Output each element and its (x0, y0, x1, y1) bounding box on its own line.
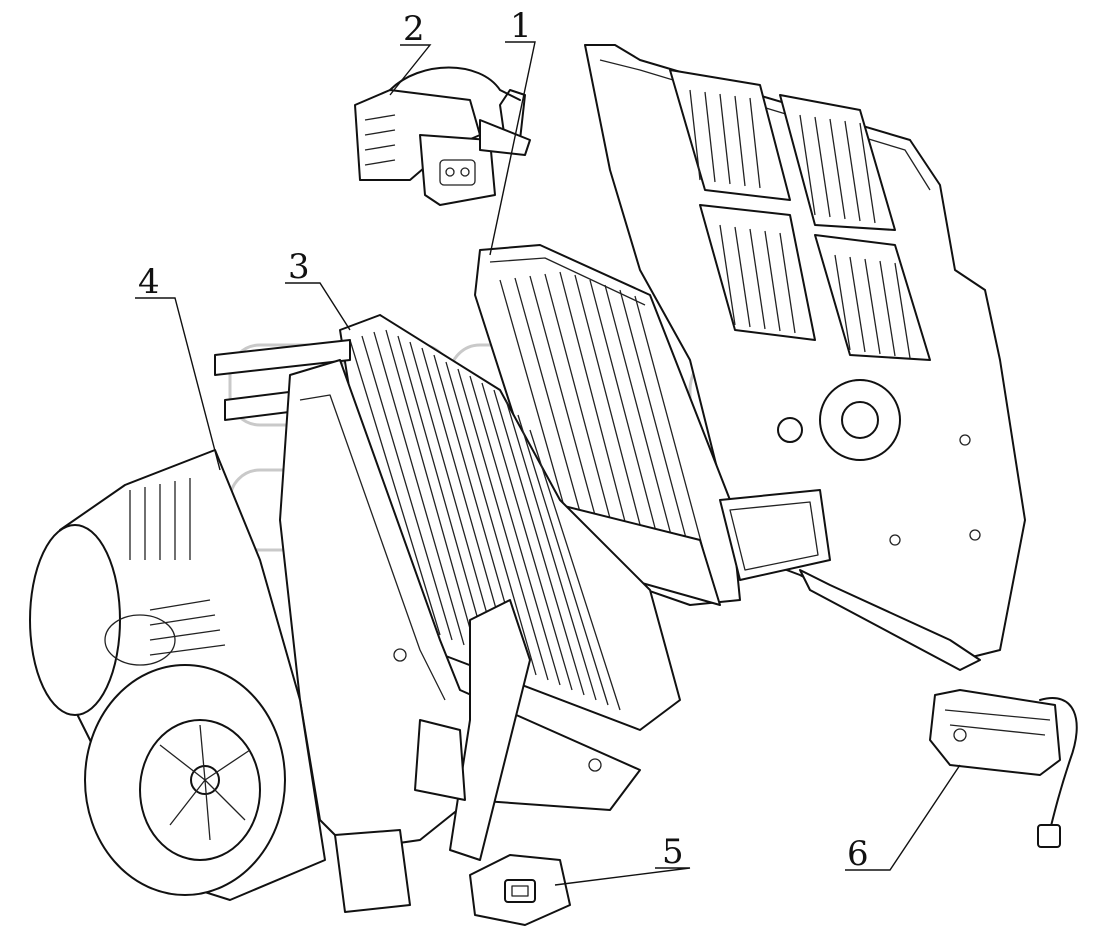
callout-labels: 1 2 3 4 5 6 (138, 6, 869, 874)
callout-2: 2 (403, 9, 425, 49)
blower-resistor (469, 854, 571, 926)
leader-lines (135, 41, 961, 886)
blower-assembly (29, 449, 326, 901)
callout-6: 6 (847, 834, 869, 874)
callout-1: 1 (510, 6, 532, 46)
actuator-motor (929, 689, 1078, 848)
distribution-housing (584, 44, 1026, 671)
lower-housing (279, 359, 641, 913)
callout-4: 4 (138, 262, 160, 302)
callout-3: 3 (288, 247, 310, 287)
callout-5: 5 (662, 832, 684, 872)
sensor-connector (354, 66, 531, 206)
